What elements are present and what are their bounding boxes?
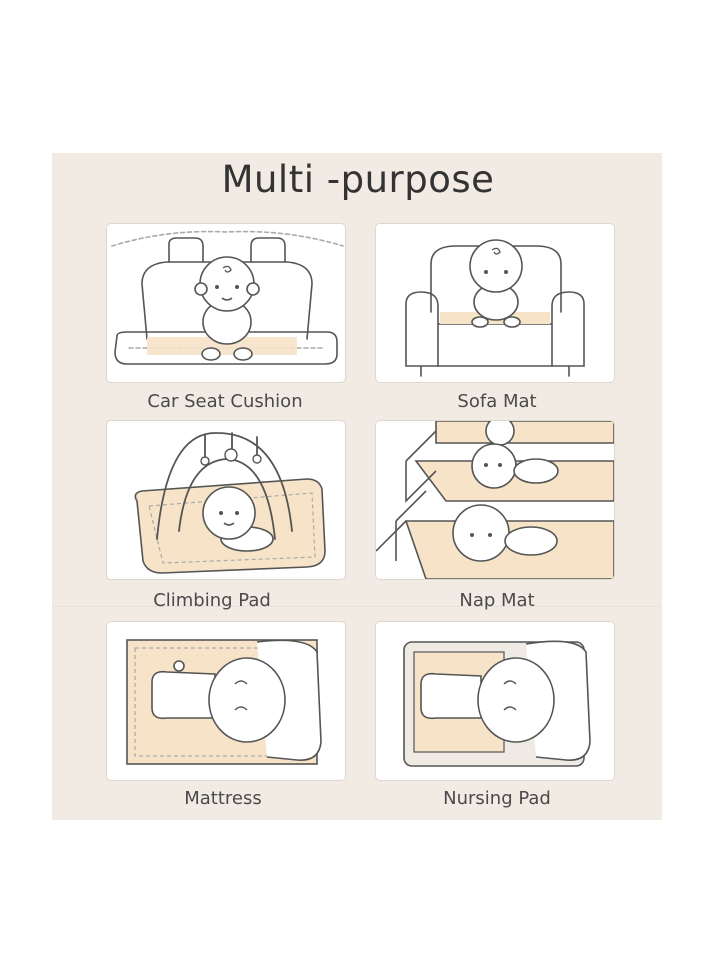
label-sofa-mat: Sofa Mat bbox=[457, 391, 537, 412]
sofa-illustration-icon bbox=[405, 239, 585, 377]
card-sofa-mat bbox=[375, 223, 615, 383]
card-nursing-pad bbox=[375, 621, 615, 781]
label-nap-mat: Nap Mat bbox=[459, 590, 535, 611]
card-mattress bbox=[106, 621, 346, 781]
nap-mat-illustration-icon bbox=[376, 421, 614, 579]
page-title: Multi -purpose bbox=[221, 158, 495, 201]
label-car-seat-cushion: Car Seat Cushion bbox=[147, 391, 303, 412]
label-climbing-pad: Climbing Pad bbox=[153, 590, 271, 611]
car-seat-illustration-icon bbox=[111, 230, 344, 365]
play-gym-illustration-icon bbox=[134, 432, 326, 574]
card-car-seat-cushion bbox=[106, 223, 346, 383]
label-nursing-pad: Nursing Pad bbox=[443, 788, 551, 809]
row-divider bbox=[52, 606, 662, 607]
mattress-illustration-icon bbox=[126, 639, 322, 765]
card-nap-mat bbox=[375, 420, 615, 580]
card-climbing-pad bbox=[106, 420, 346, 580]
nursing-pad-illustration-icon bbox=[403, 640, 591, 767]
label-mattress: Mattress bbox=[184, 788, 262, 809]
